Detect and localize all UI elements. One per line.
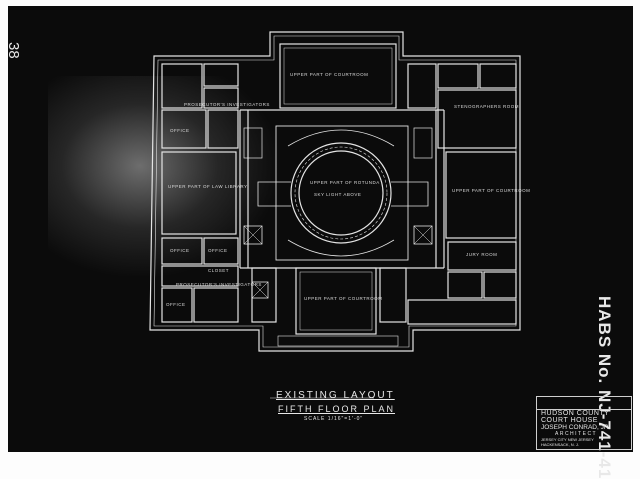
- elevator-shaft: [251, 281, 269, 299]
- room-block: [203, 63, 239, 87]
- habs-stamp: HABS No. NJ-741-41: [595, 296, 614, 479]
- title-block-county: HUDSON COUNTY: [541, 410, 610, 417]
- room-block: [251, 267, 277, 323]
- blueprint-sheet: 38 HABS No. NJ-741-41 UPPER PART OF COUR…: [5, 6, 633, 479]
- courtroom-right-outline: [445, 151, 517, 239]
- room-block: [161, 237, 203, 265]
- room-block: [407, 63, 437, 109]
- building-inner-outline: [153, 35, 517, 348]
- corridor-arc-bottom: [287, 239, 395, 257]
- corridor-arc-top: [287, 129, 395, 147]
- room-block: [379, 267, 407, 323]
- stair-right: [391, 181, 429, 207]
- elevator-cross: [243, 225, 263, 245]
- rotunda-outer: [290, 142, 392, 244]
- elevator-shaft: [413, 225, 433, 245]
- title-block-building: COURT HOUSE: [541, 417, 598, 424]
- drawing-scale: SCALE 1/16"=1'-0": [304, 416, 364, 422]
- courtroom-top-outline: [279, 43, 397, 109]
- drawing-subtitle: FIFTH FLOOR PLAN: [278, 404, 396, 414]
- room-label-office: OFFICE: [170, 248, 190, 253]
- room-label-right-upper: STENOGRAPHERS ROOM: [454, 104, 520, 109]
- sheet-number: 38: [5, 42, 22, 59]
- left-hall-outline: [161, 151, 237, 235]
- room-block: [483, 271, 517, 299]
- stair-block: [243, 127, 263, 159]
- building-outline: [149, 31, 521, 352]
- rotunda-frame: [275, 125, 409, 261]
- room-label-left-hall: UPPER PART OF LAW LIBRARY: [168, 184, 248, 189]
- room-label-left-upper: PROSECUTOR'S INVESTIGATORS: [184, 102, 270, 107]
- title-block-role: ARCHITECT: [555, 431, 598, 437]
- room-label-courtroom-right: UPPER PART OF COURTROOM: [452, 188, 531, 193]
- room-block: [447, 241, 517, 271]
- room-block: [407, 299, 517, 325]
- room-label-skylight: SKY LIGHT ABOVE: [314, 192, 362, 197]
- room-label-right-lower: JURY ROOM: [466, 252, 498, 257]
- room-label-left-lower: PROSECUTOR'S INVESTIGATORS: [176, 282, 262, 287]
- floor-plan: [149, 31, 521, 399]
- title-block: HUDSON COUNTY COURT HOUSE JOSEPH CONRAD,…: [536, 396, 632, 450]
- room-label-courtroom-top: UPPER PART OF COURTROOM: [290, 72, 369, 77]
- room-block: [161, 287, 193, 323]
- courtroom-bottom-outline: [295, 267, 377, 335]
- room-block: [203, 87, 239, 109]
- title-block-city: JERSEY CITY NEW JERSEY: [541, 437, 594, 442]
- room-block: [479, 63, 517, 89]
- bottom-stair-block: [277, 335, 399, 347]
- room-block: [161, 109, 207, 149]
- courtroom-bottom-inner: [299, 271, 373, 331]
- room-block: [447, 271, 483, 299]
- room-block: [437, 63, 479, 89]
- courtroom-top-inner: [283, 47, 393, 105]
- rotunda-ring: [294, 146, 388, 240]
- room-label-office: OFFICE: [170, 128, 190, 133]
- stair-block: [413, 127, 433, 159]
- elevator-shaft: [243, 225, 263, 245]
- room-label-office: OFFICE: [208, 248, 228, 253]
- title-block-header: [537, 397, 631, 410]
- title-block-location: HACKENSACK, N. J.: [541, 442, 580, 447]
- stair-left: [257, 181, 291, 207]
- room-block: [161, 265, 239, 287]
- room-block: [193, 287, 239, 323]
- title-block-architect-name: JOSEPH CONRAD, JR.: [541, 424, 611, 431]
- room-label-office: OFFICE: [166, 302, 186, 307]
- room-block: [203, 237, 239, 265]
- elevator-cross: [251, 281, 269, 299]
- room-label-courtroom-bottom: UPPER PART OF COURTROOM: [304, 296, 383, 301]
- elevator-cross: [413, 225, 433, 245]
- drawing-title: EXISTING LAYOUT: [276, 390, 395, 401]
- room-label-rotunda: UPPER PART OF ROTUNDA: [310, 180, 380, 185]
- room-block: [437, 89, 517, 149]
- rotunda-inner: [298, 150, 384, 236]
- room-label-closet: CLOSET: [208, 268, 230, 273]
- room-block: [207, 109, 239, 149]
- room-block: [161, 63, 203, 109]
